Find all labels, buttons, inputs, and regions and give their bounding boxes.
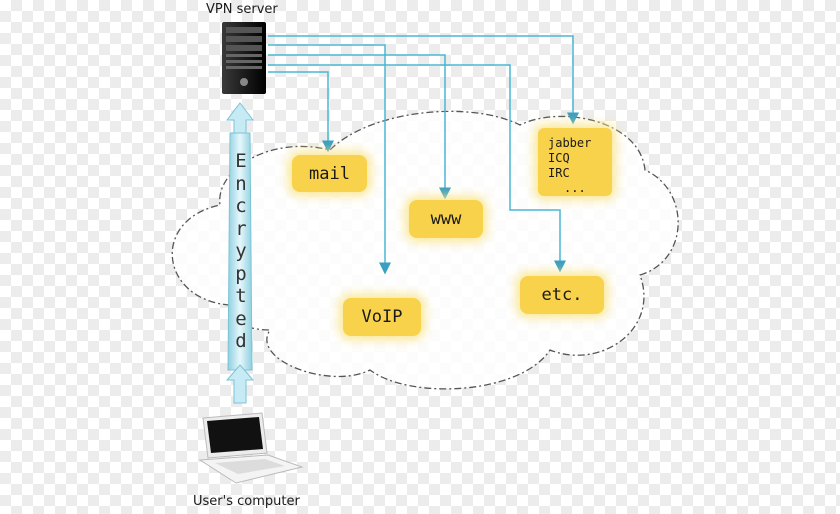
server-label: VPN server bbox=[206, 2, 278, 17]
tunnel-letter: c bbox=[235, 195, 247, 217]
tunnel-letter: e bbox=[235, 307, 247, 330]
im-item-jabber: jabber bbox=[548, 136, 592, 150]
etc-box: etc. bbox=[520, 276, 604, 314]
im-item-more: ... bbox=[564, 181, 586, 195]
connection-lines bbox=[268, 35, 579, 275]
www-label: www bbox=[430, 209, 462, 229]
tunnel-letter: E bbox=[235, 150, 247, 172]
tunnel-letter: y bbox=[235, 240, 247, 262]
tunnel-letter: n bbox=[235, 172, 247, 195]
computer-label: User's computer bbox=[193, 494, 300, 509]
etc-label: etc. bbox=[541, 285, 583, 305]
server-icon bbox=[222, 22, 266, 94]
arrow-up-icon bbox=[225, 102, 255, 134]
voip-box: VoIP bbox=[343, 298, 421, 336]
tunnel-letter: r bbox=[235, 217, 247, 240]
mail-box: mail bbox=[292, 155, 367, 192]
voip-label: VoIP bbox=[361, 307, 403, 327]
laptop-icon bbox=[198, 412, 304, 484]
tunnel-letter: t bbox=[235, 285, 247, 307]
tunnel-letter: d bbox=[235, 330, 247, 352]
mail-label: mail bbox=[309, 163, 350, 184]
arrow-up-icon bbox=[225, 364, 255, 404]
encrypted-tunnel bbox=[225, 102, 255, 404]
im-item-irc: IRC bbox=[548, 166, 570, 180]
www-box: www bbox=[409, 200, 483, 238]
tunnel-label: E n c r y p t e d bbox=[229, 150, 253, 353]
im-box: jabber ICQ IRC ... bbox=[538, 128, 612, 196]
tunnel-letter: p bbox=[235, 262, 247, 285]
im-item-icq: ICQ bbox=[548, 151, 570, 165]
